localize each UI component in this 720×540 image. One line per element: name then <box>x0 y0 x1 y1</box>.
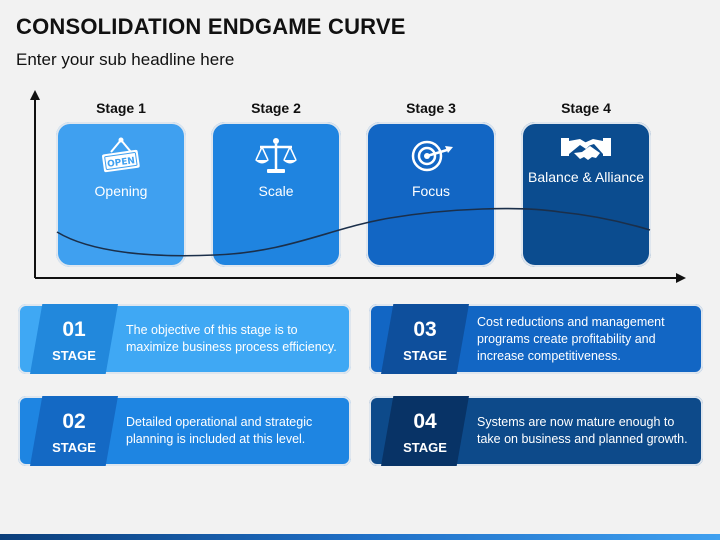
x-axis-arrow <box>676 273 686 283</box>
handshake-icon <box>521 132 651 172</box>
stage-card-balance-alliance: Balance & Alliance <box>521 122 651 267</box>
stage-tab-03: 03 STAGE <box>381 304 469 374</box>
stage-card-opening: OPEN Opening <box>56 122 186 267</box>
stage-description: Systems are now mature enough to take on… <box>477 415 688 446</box>
stage-word: STAGE <box>403 440 447 455</box>
stage-word: STAGE <box>52 440 96 455</box>
stage-name-3: Focus <box>411 183 451 199</box>
stage-detail-04: 04 STAGE Systems are now mature enough t… <box>369 396 703 466</box>
stage-word: STAGE <box>52 348 96 363</box>
stage-number: 01 <box>62 318 86 341</box>
target-icon <box>366 136 496 176</box>
page-title: CONSOLIDATION ENDGAME CURVE <box>16 14 406 39</box>
page-subtitle: Enter your sub headline here <box>16 50 235 69</box>
stage-number: 03 <box>413 318 437 341</box>
balance-scale-icon <box>211 136 341 176</box>
stage-label-1: Stage 1 <box>96 100 146 116</box>
stage-description: The objective of this stage is to maximi… <box>126 323 337 354</box>
stage-card-focus: Focus <box>366 122 496 267</box>
stage-label-2: Stage 2 <box>251 100 301 116</box>
stage-word: STAGE <box>403 348 447 363</box>
footer-bar <box>0 534 720 540</box>
stage-description: Detailed operational and strategic plann… <box>126 415 313 446</box>
stage-name-1: Opening <box>94 183 148 199</box>
stage-name-2: Scale <box>258 183 294 199</box>
stage-detail-01: 01 STAGE The objective of this stage is … <box>18 304 351 374</box>
stage-tab-02: 02 STAGE <box>30 396 118 466</box>
open-sign-icon: OPEN <box>56 136 186 176</box>
stage-label-3: Stage 3 <box>406 100 456 116</box>
stage-card-scale: Scale <box>211 122 341 267</box>
stage-name-4: Balance & Alliance <box>528 169 644 185</box>
stage-detail-03: 03 STAGE Cost reductions and management … <box>369 304 703 374</box>
stage-number: 02 <box>62 410 86 433</box>
stage-tab-04: 04 STAGE <box>381 396 469 466</box>
stage-tab-01: 01 STAGE <box>30 304 118 374</box>
open-sign-text: OPEN <box>107 156 136 170</box>
stage-label-4: Stage 4 <box>561 100 611 116</box>
stage-detail-02: 02 STAGE Detailed operational and strate… <box>18 396 351 466</box>
y-axis-arrow <box>30 90 40 100</box>
stage-description: Cost reductions and management programs … <box>477 314 665 363</box>
stage-number: 04 <box>413 410 437 433</box>
